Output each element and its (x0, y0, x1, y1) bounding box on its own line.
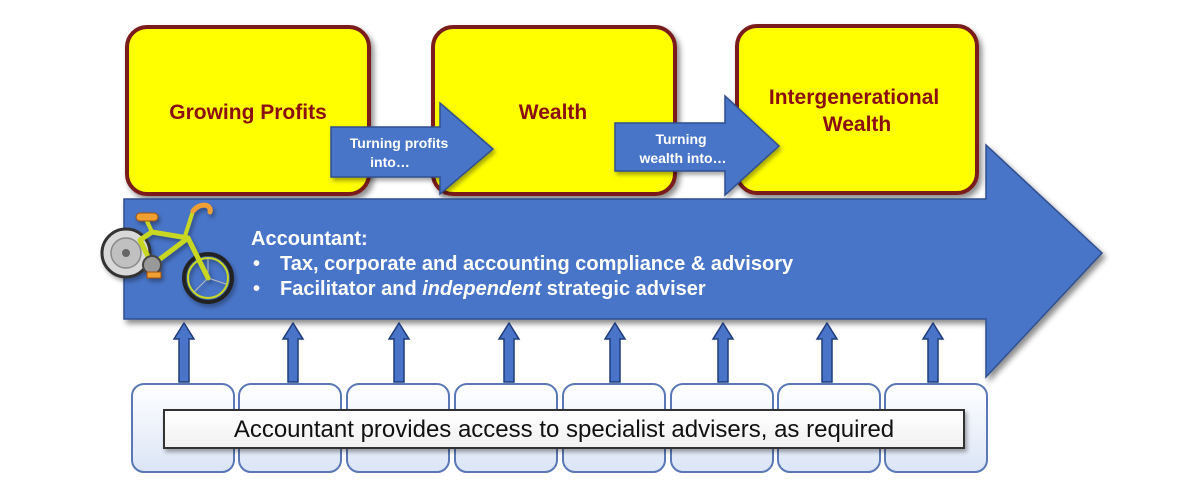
up-arrow-icon (711, 321, 735, 383)
advisers-label-box (163, 409, 965, 449)
up-arrow-icon (815, 321, 839, 383)
step-label-profits-to-wealth: Turning profits into… (350, 135, 452, 170)
up-arrow-icon (281, 321, 305, 383)
accountant-bullet-2: Facilitator and independent strategic ad… (280, 278, 706, 300)
up-arrow-icon (921, 321, 945, 383)
up-arrows-group (172, 321, 945, 383)
accountant-arrow (123, 143, 1104, 379)
step-arrow-wealth-to-intergenerational (614, 94, 781, 197)
up-arrow-icon (603, 321, 627, 383)
accountant-bullet-1-marker: • (253, 253, 260, 275)
step-label-wealth-to-intergenerational: Turning wealth into… (638, 131, 726, 166)
up-arrow-icon (387, 321, 411, 383)
goal-label-wealth: Wealth (519, 101, 587, 124)
up-arrow-icon (172, 321, 196, 383)
step-arrow-profits-to-wealth (330, 101, 495, 196)
accountant-bullet-1: Tax, corporate and accounting compliance… (280, 253, 794, 275)
accountant-title: Accountant: (251, 228, 368, 250)
goal-label-growing-profits: Growing Profits (169, 101, 327, 124)
bicycle-icon (100, 202, 234, 304)
bullet-2-pre: Facilitator and (280, 278, 422, 300)
bullet-2-post: strategic adviser (541, 278, 706, 300)
bullet-2-emph: independent (422, 278, 542, 300)
up-arrow-icon (497, 321, 521, 383)
accountant-bullet-2-marker: • (253, 278, 260, 300)
goal-label-intergenerational-wealth: Intergenerational Wealth (769, 86, 945, 136)
advisers-label: Accountant provides access to specialist… (234, 416, 894, 443)
goal-box-intergenerational-wealth (735, 24, 979, 195)
goal-box-growing-profits (125, 25, 371, 196)
